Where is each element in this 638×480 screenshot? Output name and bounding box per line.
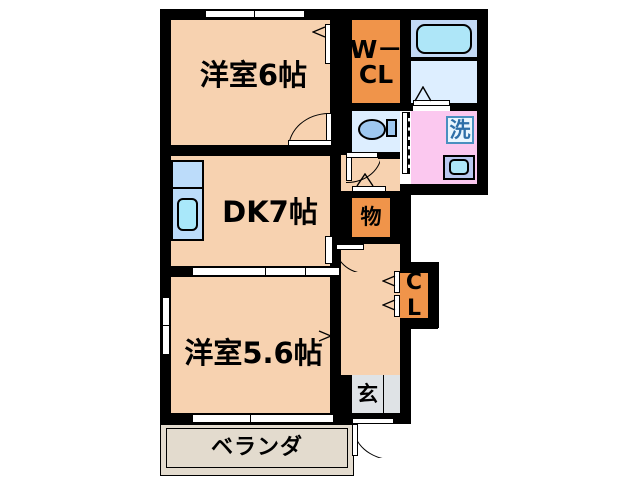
outer-wall-left [160,9,171,424]
kitchen-counter-divider [171,187,204,189]
wall-genkan-left [341,375,352,413]
washitsu6-door-swing[interactable] [288,113,332,141]
washing-machine-fixture [446,116,474,144]
dk-door-sill [325,236,333,264]
wall-corridor-left-lower [330,277,341,413]
washitsu6-sliding-arrow-icon [312,26,326,38]
washitsu6-door-leaf[interactable] [326,113,332,141]
wall-bath-divider [411,57,477,61]
washitsu56-veranda-door-mullion [250,414,251,423]
washing-machine-label: 洗 [449,117,471,142]
wall-mono-right [390,191,400,244]
room-wcl [352,20,400,103]
washroom-door-panel[interactable] [402,112,408,174]
bathroom-floor-zone [411,61,477,105]
entrance-door-swing[interactable] [352,424,396,458]
room-genkan-entrance [352,375,400,413]
wall-bath-bottom-left [400,103,413,111]
outer-wall-cl-right [428,262,439,328]
genkan-label: 玄 [357,382,378,406]
cl-door-panel-upper[interactable] [394,271,400,293]
kitchen-sink-bowl-icon [177,198,198,231]
room-washitsu56-floor [171,277,336,413]
washitsu56-label: 洋室5.6帖 [184,335,323,370]
corridor-arrow-icon [318,330,332,342]
cl-label-line1: C [405,270,423,296]
cl-label-line2: L [406,295,422,321]
outer-wall-cl-top [400,262,438,273]
outer-wall-mid-right [400,184,411,268]
wall-wcl-right [400,20,411,103]
cl-door-arrow-upper-icon [382,275,396,287]
outer-wall-right-upper [477,9,488,195]
washitsu56-veranda-door[interactable] [192,414,334,423]
wall-wcl-left [341,20,352,103]
lavatory-bowl-icon [449,159,469,175]
toilet-door-leaf[interactable] [346,157,352,181]
wall-washitsu6-dk-divider [160,145,341,156]
washitsu6-top-window[interactable] [205,10,305,18]
wall-mono-bottom [341,237,400,244]
genkan-step-line [383,375,384,413]
wcl-label-line1: W－ [349,34,403,64]
washitsu6-top-window-mullion [254,10,255,18]
entrance-door-leaf[interactable] [352,424,358,456]
wcl-label: W－ CL [349,24,403,100]
wall-toilet-bottom-right [378,152,400,159]
dk7-label: DK7帖 [222,194,318,229]
bathtub-fixture [416,24,472,54]
veranda-label: ベランダ [210,435,303,460]
dk-washitsu56-sliding-door[interactable] [192,267,340,276]
wall-wcl-bottom [341,103,411,111]
bathroom-door-swing-icon [414,86,432,102]
washitsu56-left-window-mullion [162,325,170,326]
veranda-inner-outline [166,428,348,468]
cl-door-panel-lower[interactable] [394,295,400,317]
mono-door-sill [352,186,386,192]
wall-mono-top [341,191,400,198]
wall-bath-bottom-right [450,103,477,111]
outer-wall-cl-bottom [400,318,438,329]
outer-wall-bath-bottom [400,184,488,195]
dk-washitsu56-sliding-mullion2 [305,267,306,276]
mono-storage-label: 物 [360,205,382,229]
cl-door-arrow-lower-icon [382,299,396,311]
wall-toilet-left [341,111,352,155]
washroom-sliding-door[interactable] [408,112,410,174]
wall-corridor-left-upper [330,20,341,145]
room-cl-closet [400,273,428,318]
washitsu56-left-window[interactable] [162,297,170,355]
room-mono-storage [352,198,390,237]
toilet-door-swing[interactable] [346,157,380,183]
mono-door-swing-icon [356,173,374,187]
dk-door-leaf[interactable] [336,244,364,250]
toilet-tank-icon [386,119,397,137]
wall-corridor-left-mid [330,156,341,266]
washitsu6-label: 洋室6帖 [199,57,308,92]
washitsu6-sliding-panel[interactable] [325,24,331,64]
wall-mono-left [341,191,352,244]
toilet-bowl-icon [358,119,386,140]
outer-wall-top-right [405,9,488,20]
wcl-label-line2: CL [358,60,394,89]
cl-label: C L [400,270,428,320]
dk-washitsu56-sliding-mullion [265,267,266,276]
outer-wall-entry-right [400,318,411,423]
